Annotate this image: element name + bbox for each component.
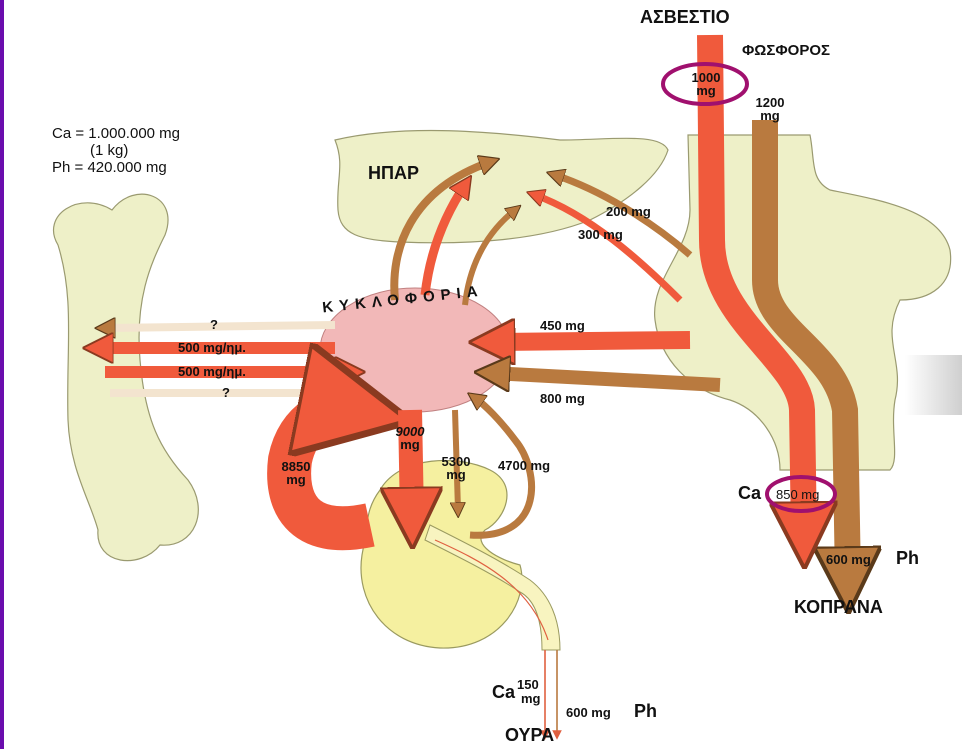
urine-ca-unit: mg: [521, 692, 541, 706]
kidney-reabsorbed-ca-unit: mg: [274, 473, 318, 487]
bone-ph-in-label: ?: [222, 386, 230, 400]
liver-ph-flow-label: 200 mg: [606, 205, 651, 219]
feces-ph-symbol: Ph: [896, 549, 919, 568]
urine-ph-amount: 600 mg: [566, 706, 611, 720]
stat-calcium-kg: (1 kg): [90, 143, 128, 159]
calcium-intake-unit: mg: [684, 84, 728, 98]
phosphorus-intake-unit: mg: [748, 109, 792, 123]
kidney-filtered-ca-unit: mg: [388, 438, 432, 452]
phosphorus-title: ΦΩΣΦΟΡΟΣ: [742, 43, 830, 59]
bone-ph-out-label: ?: [210, 318, 218, 332]
bone-ca-out-label: 500 mg/ημ.: [178, 341, 246, 355]
urine-ca-amount: 150: [517, 678, 539, 692]
feces-title: ΚΟΠΡΑΝΑ: [794, 598, 883, 617]
feces-ca-symbol: Ca: [738, 484, 761, 503]
stat-calcium-total: Ca = 1.000.000 mg: [52, 126, 180, 142]
kidney-shape: [361, 460, 522, 648]
feces-ca-amount: 850 mg: [776, 488, 819, 502]
liver-label: ΗΠΑΡ: [368, 164, 419, 183]
kidney-reabsorbed-ph: 4700 mg: [498, 459, 550, 473]
ca-absorption-arrow: [492, 340, 690, 342]
urine-ca-symbol: Ca: [492, 683, 515, 702]
urine-title: ΟΥΡΑ: [505, 726, 554, 745]
ph-to-bone-arrow: [105, 325, 335, 328]
liver-ca-flow-label: 300 mg: [578, 228, 623, 242]
ca-absorption-label: 450 mg: [540, 319, 585, 333]
bone-ca-in-label: 500 mg/ημ.: [178, 365, 246, 379]
kidney-filtered-ph-unit: mg: [434, 468, 478, 482]
stat-phosphorus-total: Ph = 420.000 mg: [52, 160, 167, 176]
ph-absorption-label: 800 mg: [540, 392, 585, 406]
urine-ph-symbol: Ph: [634, 702, 657, 721]
feces-ph-amount: 600 mg: [826, 553, 871, 567]
calcium-title: ΑΣΒΕΣΤΙΟ: [640, 8, 730, 27]
